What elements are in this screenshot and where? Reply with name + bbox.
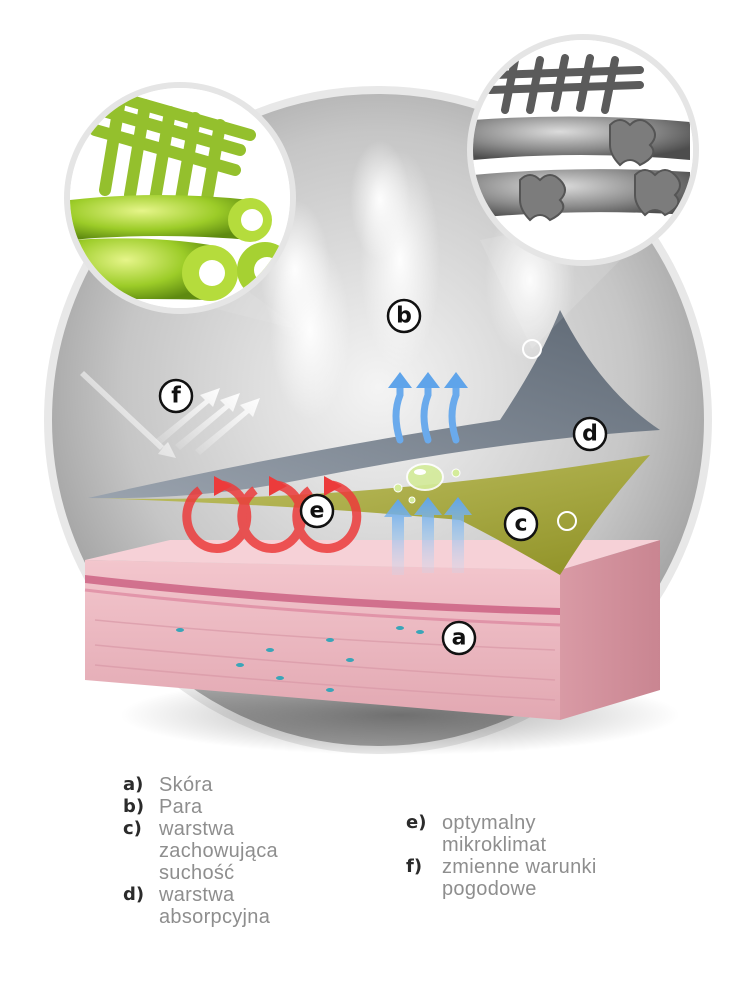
marker-d-label: d: [582, 422, 598, 447]
legend-key: c): [123, 818, 142, 839]
legend-item-f: f) zmienne warunki pogodowe: [406, 856, 666, 900]
legend-item-b: b) Para: [123, 796, 363, 818]
dry-layer: [88, 455, 650, 575]
heat-loops: [182, 480, 362, 553]
legend-item-a: a) Skóra: [123, 774, 363, 796]
marker-e-label: e: [310, 499, 325, 524]
weather-arrows: [80, 371, 260, 458]
marker-a-label: a: [452, 626, 467, 651]
legend-right: e) optymalny mikroklimat f) zmienne waru…: [406, 812, 666, 900]
vapor-arrows-lower: [384, 497, 472, 575]
legend-key: f): [406, 856, 423, 877]
absorption-layer: [88, 310, 660, 499]
legend-item-d: d) warstwa absorpcyjna: [123, 884, 363, 928]
legend-key: e): [406, 812, 427, 833]
green-fiber-magnifier: [64, 82, 296, 314]
legend-text: Skóra: [159, 774, 213, 796]
legend-key: b): [123, 796, 145, 817]
legend-left: a) Skóra b) Para c) warstwa zachowująca …: [123, 774, 363, 928]
marker-c: c: [503, 506, 539, 542]
legend-text: zmienne warunki pogodowe: [442, 856, 597, 900]
skin-block: [84, 540, 660, 720]
gray-fiber-magnifier: [467, 34, 699, 266]
marker-d: d: [572, 416, 608, 452]
legend-text: Para: [159, 796, 203, 818]
marker-f: f: [158, 378, 194, 414]
layered-fabric-diagram: b f d e c a: [44, 34, 712, 755]
legend-key: a): [123, 774, 144, 795]
marker-b: b: [386, 298, 422, 334]
legend-text: warstwa zachowująca suchość: [159, 818, 278, 884]
vapor-arrows-upper: [392, 381, 460, 444]
legend-text: optymalny mikroklimat: [442, 812, 547, 856]
legend-text: warstwa absorpcyjna: [159, 884, 271, 928]
marker-a: a: [441, 620, 477, 656]
marker-c-label: c: [514, 512, 527, 537]
marker-e: e: [299, 493, 335, 529]
water-droplet: [393, 463, 461, 504]
marker-b-label: b: [396, 304, 412, 329]
legend-item-c: c) warstwa zachowująca suchość: [123, 818, 363, 884]
legend-key: d): [123, 884, 145, 905]
marker-f-label: f: [171, 384, 181, 409]
legend-item-e: e) optymalny mikroklimat: [406, 812, 666, 856]
guide-circle-green: [557, 511, 577, 531]
guide-circle-gray: [522, 339, 542, 359]
